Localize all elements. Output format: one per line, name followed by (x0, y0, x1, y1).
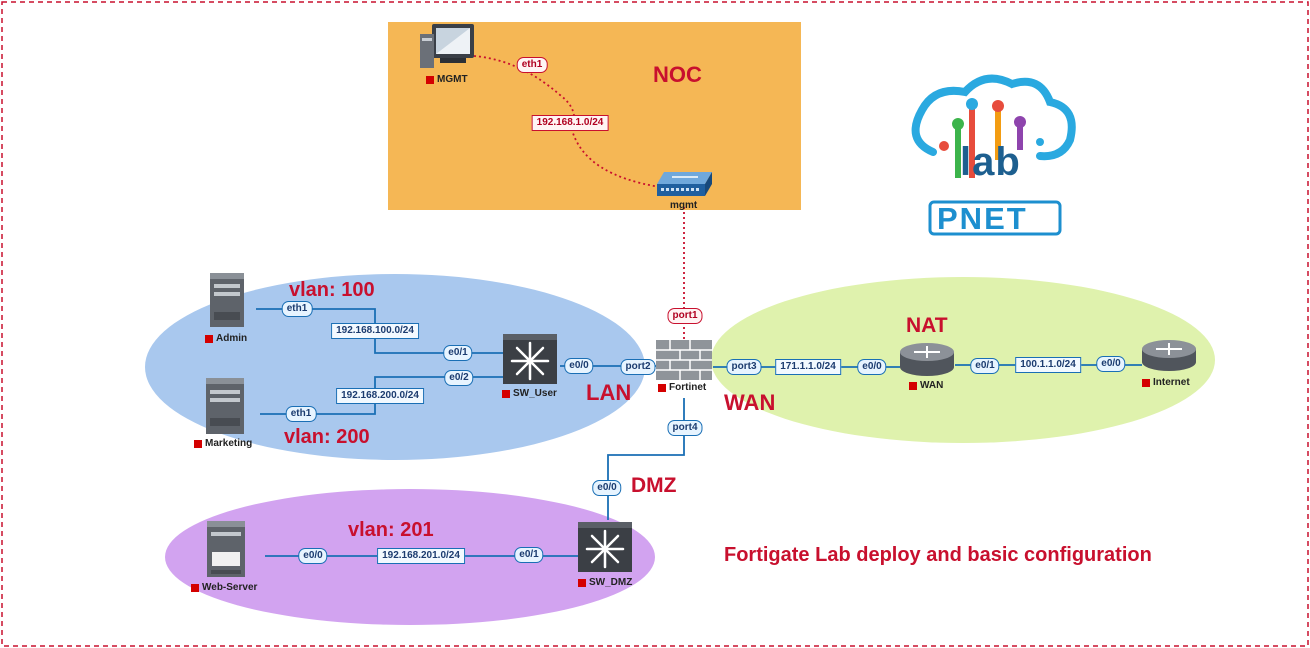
swdmz-e01-tag: e0/1 (514, 547, 544, 563)
mgmt-switch-label: mgmt (670, 200, 698, 211)
internet-router-icon (1142, 340, 1196, 371)
sw-dmz-label: SW_DMZ (578, 577, 632, 588)
fortinet-label: Fortinet (658, 382, 706, 393)
web-e00-tag: e0/0 (298, 548, 328, 564)
internet-label: Internet (1142, 377, 1190, 388)
noc-network-label: 192.168.1.0/24 (531, 115, 609, 131)
nat-title: NAT (906, 314, 948, 337)
vlan-200-label: vlan: 200 (284, 426, 370, 448)
pnet-logo-pnet-text: PNET (937, 201, 1028, 236)
sw-user-label: SW_User (502, 388, 557, 399)
admin-label: Admin (205, 333, 247, 344)
admin-eth1-tag: eth1 (281, 301, 313, 317)
sw-user-icon (503, 334, 557, 384)
wan-router-icon (900, 343, 954, 376)
wan-zone-title: WAN (724, 390, 776, 415)
vlan100-network-label: 192.168.100.0/24 (331, 323, 419, 339)
swuser-e02-tag: e0/2 (444, 370, 474, 386)
web-server-icon (207, 521, 245, 577)
dmz-zone-title: DMZ (631, 474, 677, 497)
admin-server-icon (210, 273, 244, 327)
mgmt-pc-label: MGMT (426, 74, 468, 85)
fortinet-port2-tag: port2 (620, 359, 656, 375)
diagram-caption: Fortigate Lab deploy and basic configura… (724, 544, 1152, 566)
fortinet-port3-tag: port3 (726, 359, 762, 375)
wan-e01-tag: e0/1 (970, 358, 1000, 374)
marketing-label: Marketing (194, 438, 252, 449)
vlan-100-label: vlan: 100 (289, 279, 375, 301)
vlan-201-label: vlan: 201 (348, 519, 434, 541)
pnet-logo-lab-text: lab (960, 140, 1021, 184)
mgmt-eth1-tag: eth1 (516, 57, 548, 73)
sw-dmz-icon (578, 522, 632, 572)
vlan200-network-label: 192.168.200.0/24 (336, 388, 424, 404)
wan-router-label: WAN (909, 380, 943, 391)
fortinet-port4-tag: port4 (667, 420, 703, 436)
fortinet-port1-tag: port1 (667, 308, 703, 324)
swuser-e00-tag: e0/0 (564, 358, 594, 374)
marketing-eth1-tag: eth1 (285, 406, 317, 422)
noc-zone-title: NOC (653, 62, 702, 87)
pnet-logo (911, 74, 1076, 236)
swuser-e01-tag: e0/1 (443, 345, 473, 361)
web-server-label: Web-Server (191, 582, 257, 593)
mgmt-pc-icon (420, 24, 474, 68)
wan-zone (711, 277, 1215, 443)
link-mgmt-pc (473, 55, 661, 188)
wan-network-label: 171.1.1.0/24 (775, 359, 841, 375)
swdmz-e00-tag: e0/0 (592, 480, 622, 496)
dmz-network-label: 192.168.201.0/24 (377, 548, 465, 564)
marketing-server-icon (206, 378, 244, 434)
lan-zone-title: LAN (586, 380, 632, 405)
mgmt-switch-icon (657, 172, 712, 196)
internet-network-label: 100.1.1.0/24 (1015, 357, 1081, 373)
wan-e00-tag: e0/0 (857, 359, 887, 375)
fortinet-firewall-icon (656, 340, 712, 380)
link-fortinet-swdmz (607, 398, 685, 520)
internet-e00-tag: e0/0 (1096, 356, 1126, 372)
